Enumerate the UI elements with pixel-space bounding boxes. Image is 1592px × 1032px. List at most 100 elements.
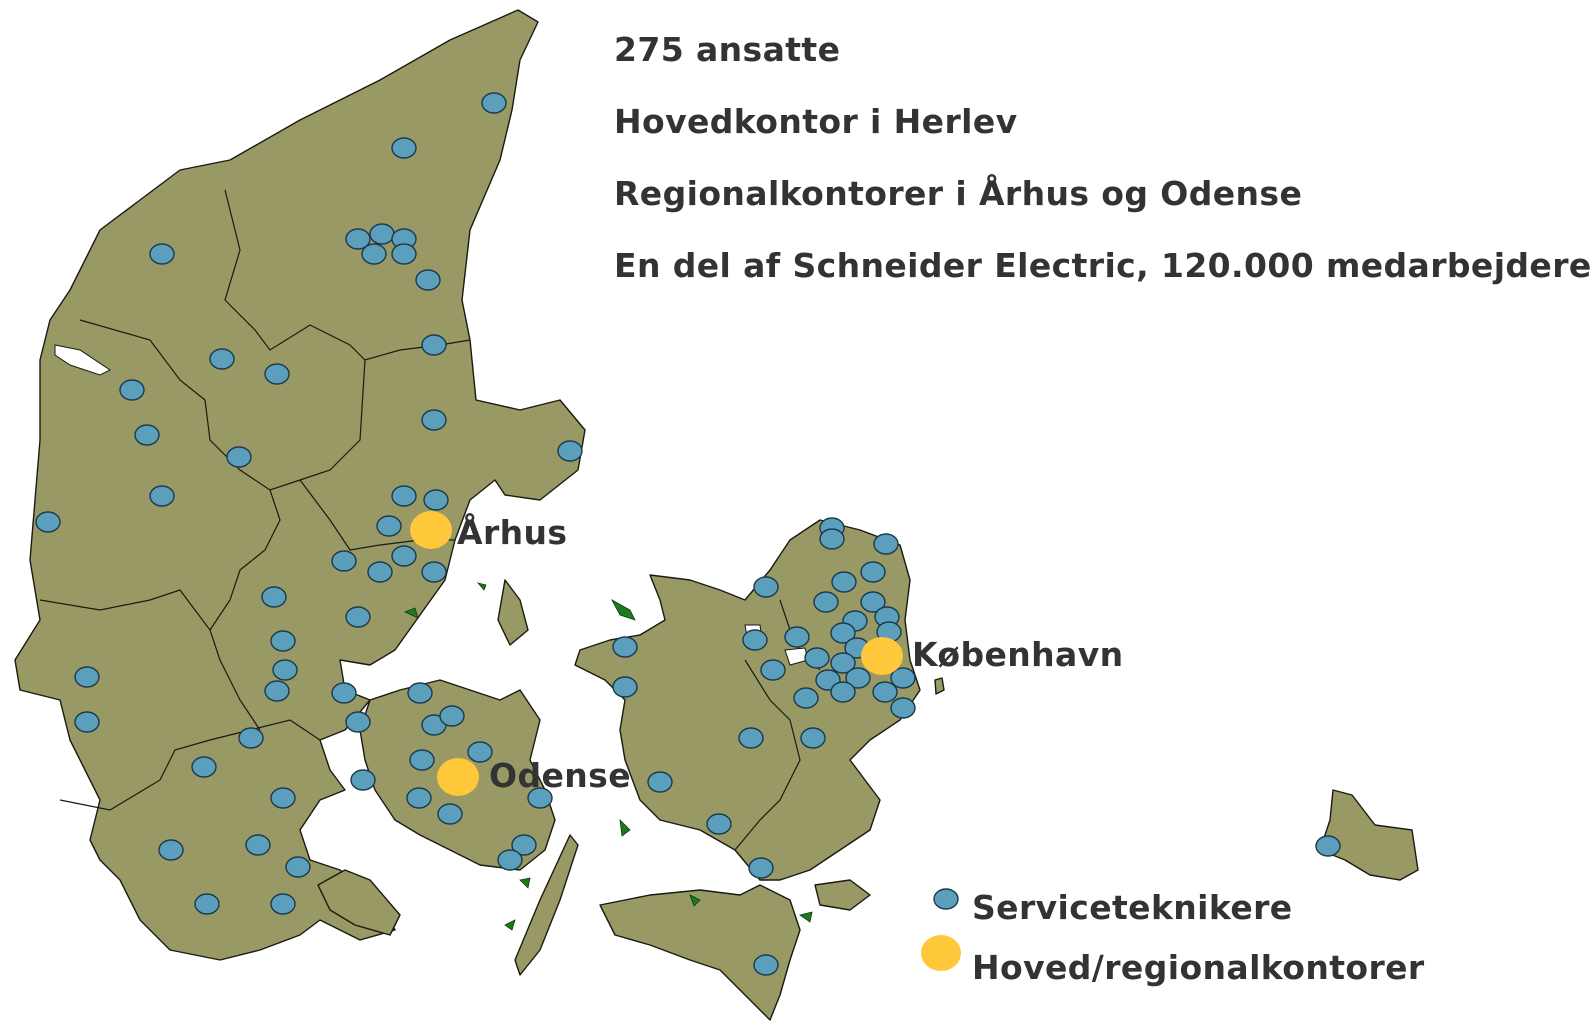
technician-marker [209, 348, 235, 370]
region-border [159, 719, 321, 781]
fact-headquarters: Hovedkontor i Herlev [614, 102, 1018, 141]
technician-marker [527, 787, 553, 809]
technician-marker [391, 485, 417, 507]
islet [476, 582, 487, 591]
islet [689, 894, 701, 907]
technician-marker [706, 813, 732, 835]
legend-offices-label: Hoved/regionalkontorer [972, 948, 1425, 987]
technician-marker [1315, 835, 1341, 857]
technician-markers [35, 92, 1341, 976]
technician-marker [367, 561, 393, 583]
technician-marker [391, 137, 417, 159]
legend-technicians-label: Serviceteknikere [972, 888, 1293, 927]
legend-blue-circle-icon [933, 888, 959, 910]
technician-marker [804, 647, 830, 669]
legend-yellow-circle-icon [921, 935, 961, 971]
technician-marker [439, 705, 465, 727]
islet [611, 598, 636, 621]
technician-marker [421, 409, 447, 431]
technician-marker [860, 561, 886, 583]
technician-marker [793, 687, 819, 709]
technician-marker [350, 769, 376, 791]
technician-marker [345, 606, 371, 628]
technician-marker [35, 511, 61, 533]
technician-marker [226, 446, 252, 468]
technician-marker [890, 697, 916, 719]
technician-marker [245, 834, 271, 856]
technician-marker [497, 849, 523, 871]
technician-marker [612, 636, 638, 658]
technician-marker [331, 550, 357, 572]
technician-marker [784, 626, 810, 648]
technician-marker [264, 363, 290, 385]
technician-marker [647, 771, 673, 793]
office-marker [410, 511, 452, 549]
technician-marker [345, 228, 371, 250]
technician-marker [748, 857, 774, 879]
region-border [224, 189, 471, 361]
technician-marker [261, 586, 287, 608]
technician-marker [149, 485, 175, 507]
technician-marker [760, 659, 786, 681]
region-border [79, 319, 366, 491]
technician-marker [481, 92, 507, 114]
technician-marker [238, 727, 264, 749]
technician-marker [612, 676, 638, 698]
technician-marker [407, 682, 433, 704]
langeland-island [514, 834, 579, 976]
mon-island [814, 879, 871, 911]
technician-marker [753, 954, 779, 976]
technician-marker [890, 667, 916, 689]
technician-marker [361, 243, 387, 265]
technician-marker [376, 515, 402, 537]
technician-marker [134, 424, 160, 446]
technician-marker [391, 545, 417, 567]
region-border [39, 589, 261, 731]
technician-marker [830, 681, 856, 703]
city-label-odense: Odense [489, 756, 631, 795]
islet [799, 911, 813, 923]
islet [403, 607, 419, 619]
technician-marker [74, 666, 100, 688]
technician-marker [742, 629, 768, 651]
technician-marker [467, 741, 493, 763]
islet [519, 877, 531, 889]
fact-regional-offices: Regionalkontorer i Århus og Odense [614, 174, 1303, 213]
facts-list: 275 ansatte Hovedkontor i Herlev Regiona… [614, 30, 1591, 318]
technician-marker [270, 630, 296, 652]
technician-marker [391, 243, 417, 265]
technician-marker [813, 591, 839, 613]
office-marker [437, 758, 479, 796]
technician-marker [830, 622, 856, 644]
bornholm-island [1319, 789, 1419, 881]
technician-marker [753, 576, 779, 598]
technician-marker [423, 489, 449, 511]
technician-marker [270, 893, 296, 915]
samso-island [497, 579, 529, 646]
technician-marker [409, 749, 435, 771]
fact-employees: 275 ansatte [614, 30, 841, 69]
technician-marker [369, 223, 395, 245]
technician-marker [119, 379, 145, 401]
technician-marker [345, 711, 371, 733]
technician-marker [194, 893, 220, 915]
technician-marker [872, 681, 898, 703]
technician-marker [421, 334, 447, 356]
technician-marker [845, 667, 871, 689]
islet [504, 919, 516, 931]
region-border [209, 489, 281, 631]
technician-marker [331, 682, 357, 704]
technician-marker [406, 787, 432, 809]
als-island [317, 869, 401, 936]
technician-marker [264, 680, 290, 702]
lolland-falster [599, 884, 801, 1021]
technician-marker [800, 727, 826, 749]
technician-marker [819, 528, 845, 550]
limfjord-water [54, 344, 111, 376]
technician-marker [831, 571, 857, 593]
technician-marker [415, 269, 441, 291]
technician-marker [421, 561, 447, 583]
islet [619, 818, 631, 837]
technician-marker [860, 591, 886, 613]
office-marker [861, 637, 903, 675]
